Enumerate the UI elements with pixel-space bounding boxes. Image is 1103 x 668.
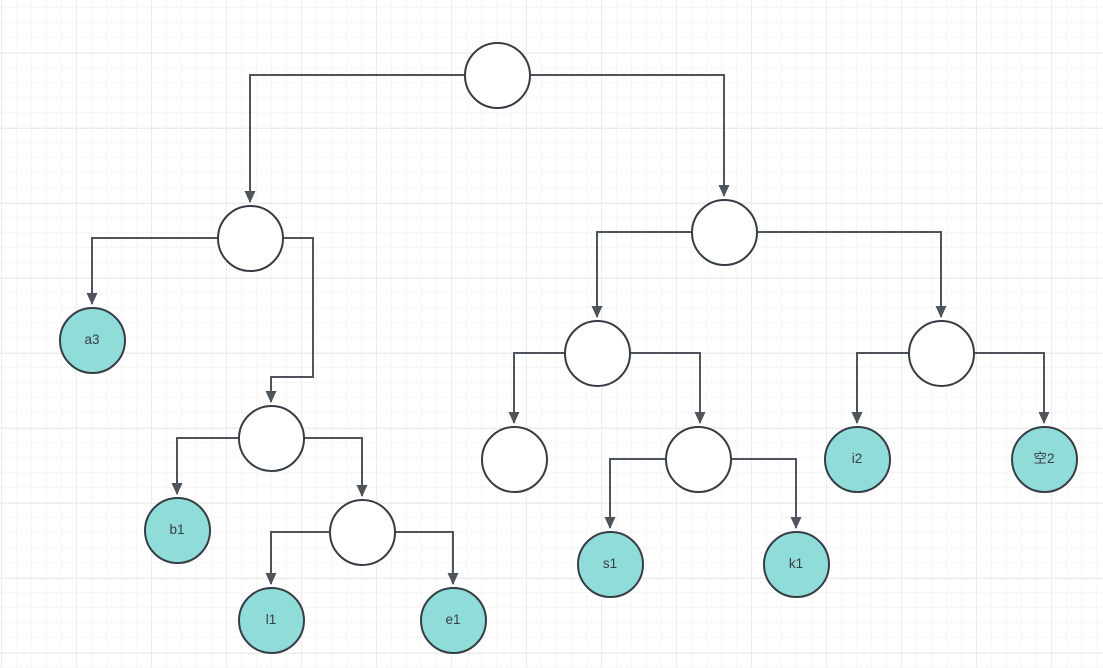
edge-inner2-to-e1 <box>395 531 459 585</box>
edge-left-to-a3 <box>86 237 217 305</box>
tree-node-empty-leaf[interactable] <box>480 425 548 493</box>
tree-node-right[interactable] <box>690 198 758 266</box>
edge-inner2-to-l1 <box>265 531 329 585</box>
tree-node-kong2[interactable]: 空2 <box>1010 425 1078 493</box>
tree-node-a3[interactable]: a3 <box>58 306 126 374</box>
tree-node-s1[interactable]: s1 <box>576 530 644 598</box>
edge-right-to-right-right <box>757 231 947 318</box>
edge-root-to-right <box>530 74 730 197</box>
tree-node-right-left[interactable] <box>563 319 631 387</box>
tree-node-right-right[interactable] <box>907 319 975 387</box>
edge-left-to-left-inner <box>265 237 314 403</box>
tree-node-l1[interactable]: l1 <box>237 586 305 654</box>
edge-right-right-to-i2 <box>851 352 908 424</box>
tree-node-root[interactable] <box>463 41 531 109</box>
tree-node-b1[interactable]: b1 <box>143 496 211 564</box>
edge-root-to-left <box>244 74 464 203</box>
edge-left-inner-to-b1 <box>171 437 238 495</box>
tree-node-rl-right[interactable] <box>664 425 732 493</box>
node-label-e1: e1 <box>445 612 461 628</box>
node-label-b1: b1 <box>169 522 185 538</box>
node-label-k1: k1 <box>788 556 804 572</box>
edge-rl-right-to-s1 <box>604 458 665 529</box>
node-label-a3: a3 <box>84 332 100 348</box>
edge-left-inner-to-inner2 <box>304 437 368 497</box>
node-label-kong2: 空2 <box>1033 451 1055 467</box>
tree-node-k1[interactable]: k1 <box>762 530 830 598</box>
edge-right-to-right-left <box>591 231 691 318</box>
tree-node-left-inner[interactable] <box>237 404 305 472</box>
tree-node-e1[interactable]: e1 <box>419 586 487 654</box>
tree-node-i2[interactable]: i2 <box>823 425 891 493</box>
node-label-i2: i2 <box>851 451 863 467</box>
edge-right-right-to-kong2 <box>974 352 1050 424</box>
edge-rl-right-to-k1 <box>731 458 802 529</box>
edge-right-left-to-empty <box>508 352 564 424</box>
node-label-s1: s1 <box>602 556 618 572</box>
tree-node-left-inner2[interactable] <box>328 498 396 566</box>
node-label-l1: l1 <box>265 612 277 628</box>
edge-right-left-to-rl-right <box>630 352 706 424</box>
tree-node-left[interactable] <box>216 204 284 272</box>
